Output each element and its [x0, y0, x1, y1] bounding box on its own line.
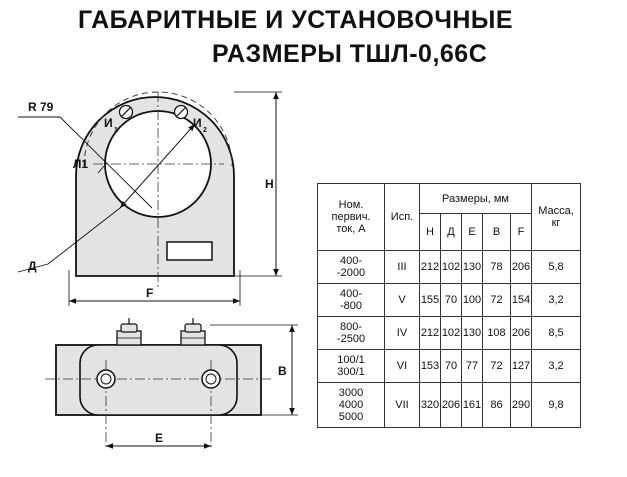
cell-b: 72 [482, 349, 511, 383]
cell-h: 155 [419, 283, 441, 317]
cell-f: 154 [510, 283, 532, 317]
cell-execution: IV [384, 316, 420, 350]
cell-f: 127 [510, 349, 532, 383]
terminal-screw-1 [118, 104, 134, 120]
cell-nominal: 3000 4000 5000 [317, 382, 385, 428]
header-e: Е [461, 213, 483, 251]
table-row: 3000 4000 5000 VII 320 206 161 86 290 9,… [317, 382, 581, 428]
cell-b: 78 [482, 250, 511, 284]
cell-d: 70 [440, 283, 462, 317]
table-header-row: Ном. первич. ток, А Исп. Размеры, мм Мас… [317, 183, 581, 251]
mounting-hole-right [201, 369, 221, 389]
cell-h: 212 [419, 316, 441, 350]
cell-d: 70 [440, 349, 462, 383]
cell-d: 102 [440, 316, 462, 350]
cell-mass: 3,2 [531, 349, 581, 383]
cell-b: 72 [482, 283, 511, 317]
cell-f: 206 [510, 250, 532, 284]
table-letters-row: Н Д Е В F [318, 213, 581, 251]
header-dimensions: Размеры, мм [419, 183, 532, 214]
terminal-bolt-1 [116, 318, 142, 346]
table-row: 800- -2500 IV 212 102 130 108 206 8,5 [317, 316, 581, 350]
cell-mass: 8,5 [531, 316, 581, 350]
header-f: F [510, 213, 532, 251]
cell-execution: VI [384, 349, 420, 383]
cell-h: 212 [419, 250, 441, 284]
mounting-hole-left [96, 369, 116, 389]
terminal-1-subscript: 1 [114, 127, 118, 134]
header-mass: Масса, кг [531, 183, 581, 251]
nameplate [166, 241, 213, 261]
front-view [17, 91, 282, 306]
cell-f: 290 [510, 382, 532, 428]
terminal-2-subscript: 2 [203, 127, 207, 134]
cell-mass: 5,8 [531, 250, 581, 284]
cell-e: 130 [461, 250, 483, 284]
cell-e: 100 [461, 283, 483, 317]
header-nominal-current: Ном. первич. ток, А [317, 183, 385, 251]
cell-execution: III [384, 250, 420, 284]
cell-nominal: 400- -800 [317, 283, 385, 317]
dim-e-label: Е [155, 431, 163, 445]
terminal-1-label: И [104, 116, 113, 130]
table-row: 100/1 300/1 VI 153 70 77 72 127 3,2 [317, 349, 581, 383]
header-d: Д [440, 213, 462, 251]
table-row: 400- -800 V 155 70 100 72 154 3,2 [317, 283, 581, 317]
cell-mass: 9,8 [531, 382, 581, 428]
cell-b: 86 [482, 382, 511, 428]
cell-e: 130 [461, 316, 483, 350]
cell-nominal: 400- -2000 [317, 250, 385, 284]
dim-f-label: F [146, 286, 153, 300]
cell-nominal: 100/1 300/1 [317, 349, 385, 383]
title-line-1: ГАБАРИТНЫЕ И УСТАНОВОЧНЫЕ [78, 6, 514, 34]
cell-d: 102 [440, 250, 462, 284]
radius-label: R 79 [28, 100, 54, 114]
bottom-view [45, 318, 298, 450]
cell-h: 153 [419, 349, 441, 383]
base-body [79, 344, 238, 416]
cell-nominal: 800- -2500 [317, 316, 385, 350]
dim-h-label: Н [265, 177, 274, 191]
cell-e: 77 [461, 349, 483, 383]
cell-e: 161 [461, 382, 483, 428]
cell-execution: VII [384, 382, 420, 428]
terminal-2-label: И [193, 116, 202, 130]
terminal-bolt-2 [180, 318, 206, 346]
dim-b-label: В [278, 364, 287, 378]
cell-mass: 3,2 [531, 283, 581, 317]
l1-label: Л1 [73, 157, 88, 171]
cell-d: 206 [440, 382, 462, 428]
cell-f: 206 [510, 316, 532, 350]
cell-b: 108 [482, 316, 511, 350]
header-execution: Исп. [384, 183, 420, 251]
table-row: 400- -2000 III 212 102 130 78 206 5,8 [317, 250, 581, 284]
cell-h: 320 [419, 382, 441, 428]
cell-execution: V [384, 283, 420, 317]
dimensions-table: Ном. первич. ток, А Исп. Размеры, мм Мас… [317, 183, 581, 428]
header-h: Н [419, 213, 441, 251]
title-line-2: РАЗМЕРЫ ТШЛ-0,66С [212, 40, 488, 68]
header-b: В [482, 213, 511, 251]
terminal-screw-2 [173, 104, 189, 120]
dim-d-label: Д [28, 259, 37, 273]
